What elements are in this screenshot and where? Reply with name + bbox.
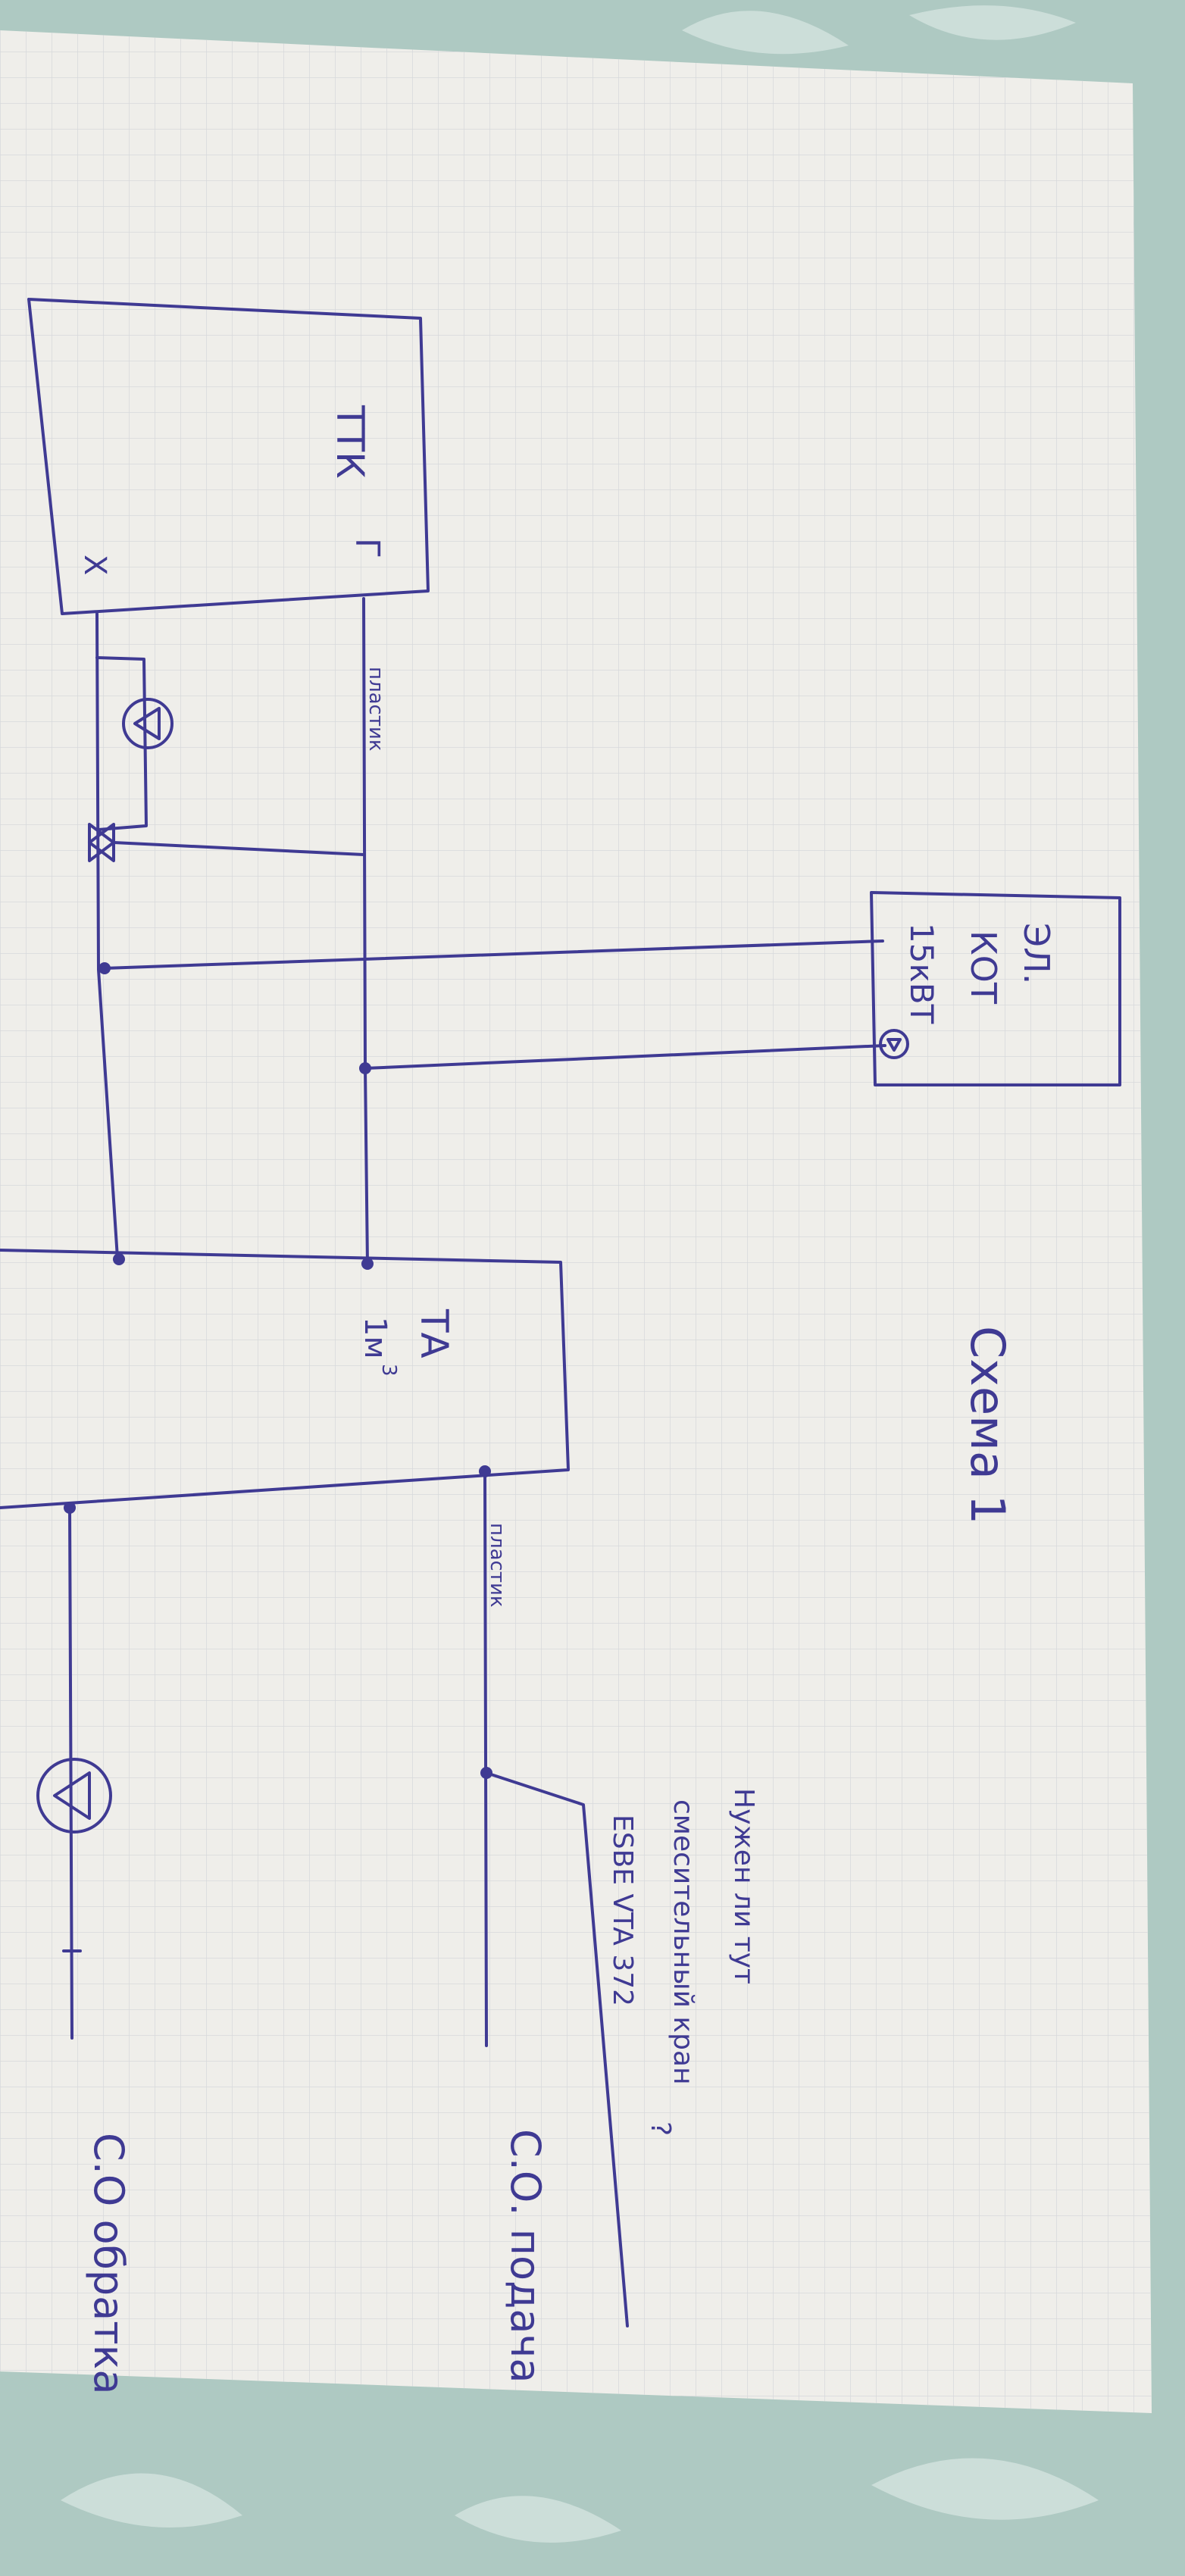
electric-boiler-box [870, 891, 1121, 1086]
ta-volume-superscript: 3 [377, 1364, 400, 1377]
ttk-label: ТТК [328, 405, 372, 479]
ta-label: ТА [412, 1308, 456, 1358]
ttk-hot-port-label: Г [348, 538, 386, 558]
junction-node [361, 1258, 374, 1270]
question-line-2: смесительный кран [668, 1799, 699, 2085]
heating-supply-pipe [483, 1470, 488, 2047]
buffer-tank-box [0, 1249, 570, 1509]
ttk-cold-port-label: Х [77, 555, 112, 575]
question-line-1: Нужен ли тут [728, 1788, 759, 1984]
junction-node [479, 1465, 491, 1477]
boiler-power-label: 15кВТ [903, 923, 940, 1024]
heating-supply-label: С.О. подача [502, 2129, 549, 2383]
ta-volume-label: 1м [358, 1317, 392, 1359]
paper-grid [0, 30, 1152, 2413]
question-line-3: ESBE VTA 372 [607, 1815, 638, 2006]
pump-icon [122, 698, 174, 749]
junction-node [64, 1502, 76, 1514]
boiler-el-label: ЭЛ. [1016, 923, 1057, 984]
heating-return-label: С.О обратка [85, 2133, 133, 2394]
pump-icon [36, 1758, 112, 1834]
metal-pipe-label: пластик [364, 667, 387, 752]
junction-node [113, 1253, 125, 1265]
sensor-icon [879, 1029, 909, 1059]
mixing-branch-pipe [485, 1771, 629, 2327]
ttk-boiler-box [27, 298, 430, 615]
question-mark: ? [645, 2121, 676, 2136]
junction-node [98, 962, 111, 974]
plastic-pipe-label: пластик [486, 1523, 508, 1608]
cold-return-pipe [95, 612, 119, 1259]
valve-bridge-pipe [112, 841, 365, 856]
boiler-return-pipe [364, 1044, 886, 1070]
scheme-title: Схема 1 [960, 1326, 1015, 1524]
junction-node [359, 1062, 371, 1074]
boiler-kot-label: КОТ [963, 930, 1004, 1005]
pump-bypass-loop [95, 656, 148, 831]
boiler-supply-pipe [103, 939, 884, 970]
tablecloth-pattern [61, 5, 1099, 2543]
